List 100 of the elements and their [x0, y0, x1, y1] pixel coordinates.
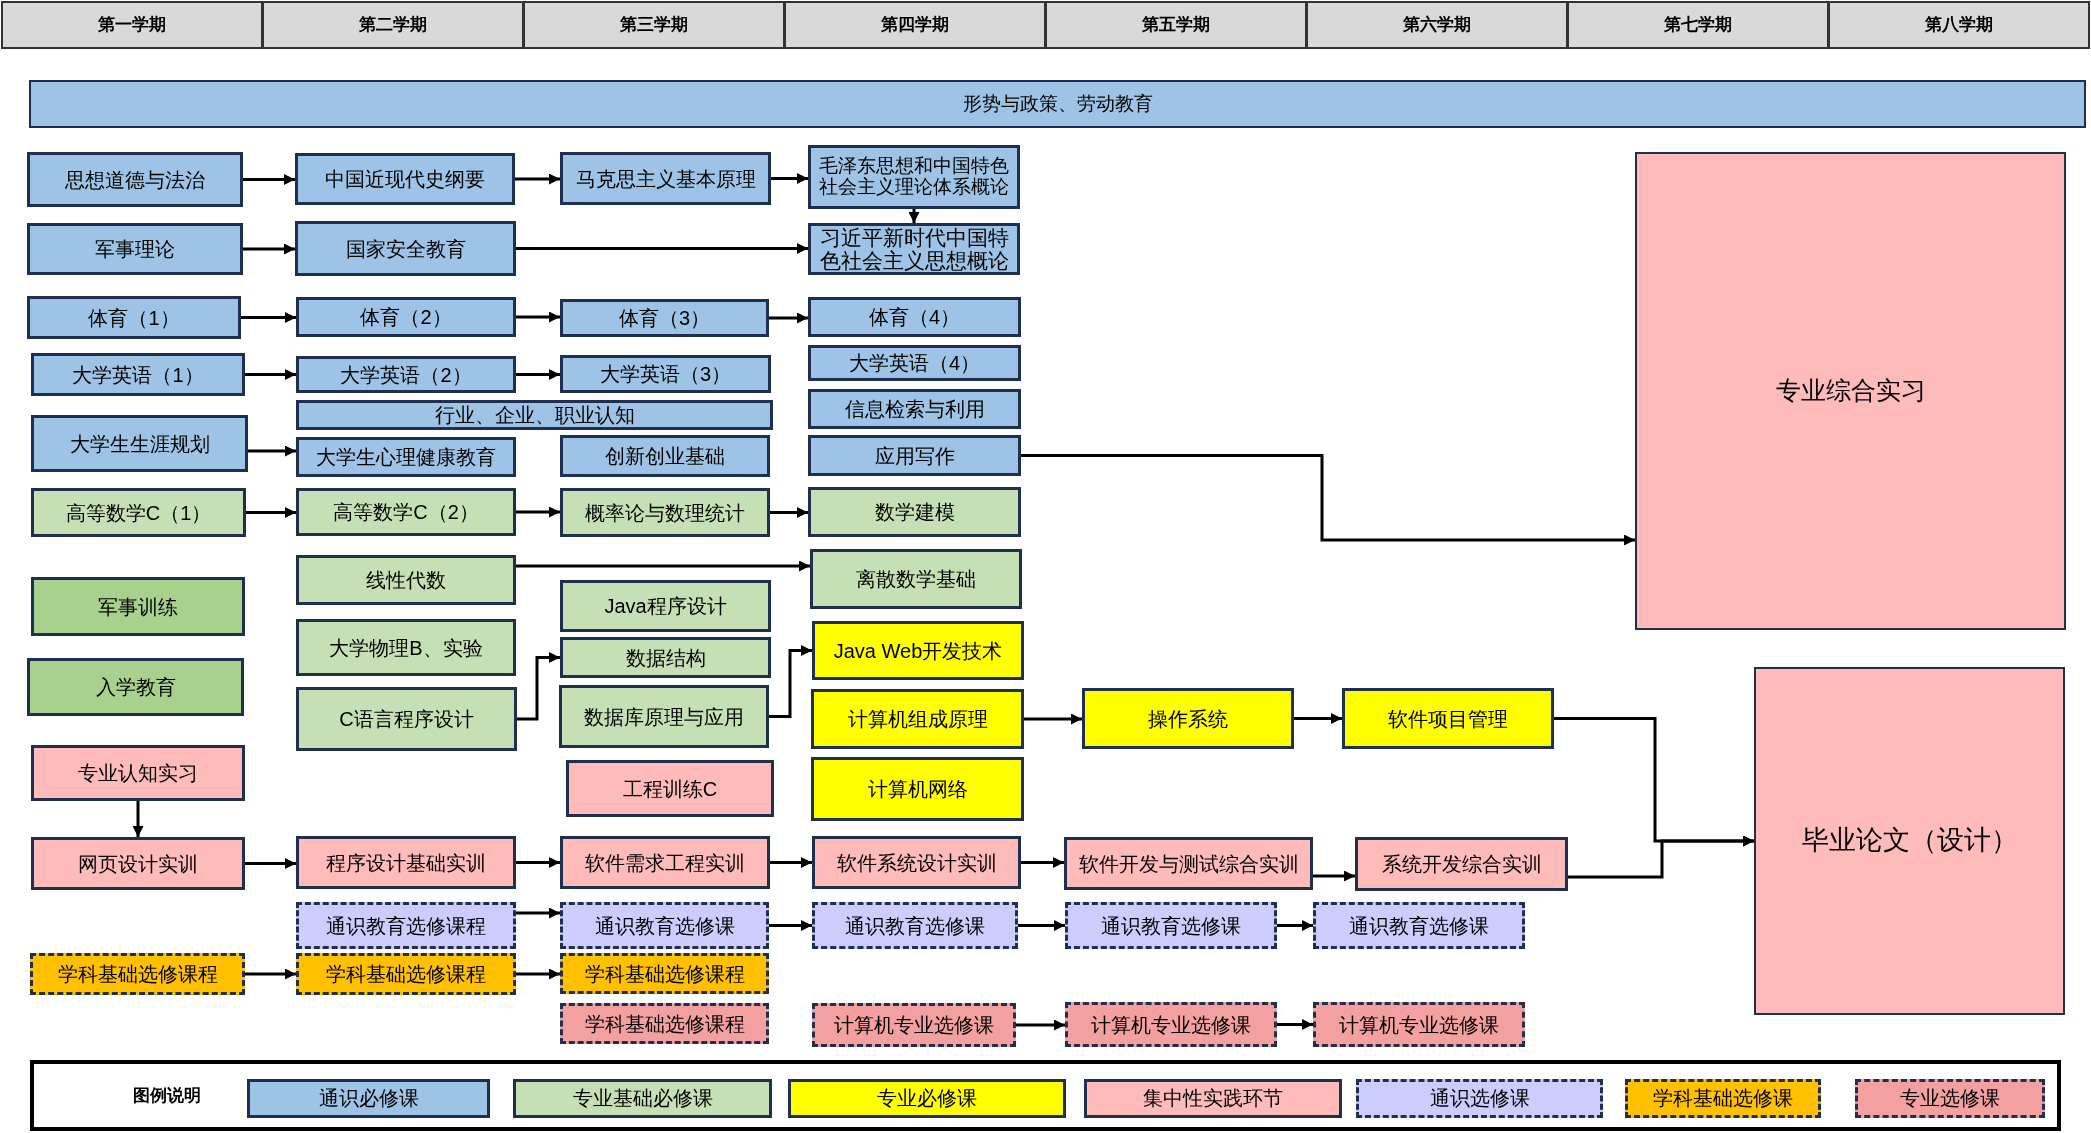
arrow — [516, 311, 560, 323]
course-box — [1355, 837, 1568, 891]
course-name: 大学英语（1） — [72, 363, 204, 386]
arrow — [515, 173, 560, 185]
course-name: 学科基础选修课程 — [326, 963, 486, 985]
arrow — [769, 645, 812, 718]
course-box — [1064, 837, 1313, 890]
legend-title: 图例说明 — [133, 1084, 201, 1107]
course-name: 计算机专业选修课 — [1091, 1013, 1251, 1036]
arrow — [517, 652, 560, 721]
course-name: 工程训练C — [622, 777, 718, 800]
semester-name: 第三学期 — [620, 15, 688, 35]
course-box — [808, 389, 1021, 429]
semester-name: 第二学期 — [359, 15, 427, 35]
semester-name: 第六学期 — [1403, 15, 1471, 35]
course-box — [811, 757, 1024, 821]
course-box — [808, 297, 1021, 337]
arrow — [1018, 920, 1065, 931]
course-name: 计算机组成原理 — [847, 708, 988, 730]
course-name: 离散数学基础 — [856, 568, 976, 590]
course-name: 体育（1） — [88, 306, 180, 329]
course-box — [560, 355, 771, 393]
course-box — [808, 145, 1020, 209]
semester-header — [523, 1, 785, 49]
course-box — [31, 415, 248, 472]
course-name: 通识教育选修课 — [1349, 914, 1489, 937]
arrow — [243, 174, 295, 185]
legend-label: 集中性实践环节 — [1143, 1086, 1283, 1111]
course-box — [560, 299, 769, 337]
course-name: 数据库原理与应用 — [584, 705, 744, 728]
course-band — [29, 80, 2086, 128]
course-box — [560, 902, 769, 949]
arrow — [245, 858, 296, 869]
semester-header — [1306, 1, 1568, 49]
course-box — [810, 549, 1022, 609]
course-box — [560, 953, 769, 994]
course-name: 数据结构 — [625, 646, 706, 669]
semester-header — [262, 1, 524, 49]
course-name: 体育（4） — [868, 306, 961, 328]
course-box — [296, 488, 516, 536]
semester-name: 第一学期 — [98, 15, 166, 35]
course-box — [559, 685, 769, 748]
course-name: 入学教育 — [95, 676, 176, 698]
semester-header — [1045, 1, 1307, 49]
course-box — [295, 153, 515, 205]
course-box — [560, 836, 770, 889]
course-name: 操作系统 — [1148, 707, 1228, 730]
semester-header — [1567, 1, 1829, 49]
course-name: 大学英语（4） — [848, 352, 981, 374]
arrow — [516, 968, 560, 980]
course-box — [296, 687, 517, 751]
course-box — [296, 555, 516, 605]
course-box — [1754, 667, 2065, 1015]
course-name: 线性代数 — [366, 569, 446, 591]
arrow — [1024, 713, 1082, 725]
course-name: 高等数学C（1） — [65, 501, 212, 524]
course-name: 专业综合实习 — [1775, 377, 1926, 405]
course-name: 大学英语（2） — [340, 363, 472, 386]
course-name: 行业、企业、职业认知 — [434, 404, 635, 426]
course-box — [560, 580, 771, 632]
semester-header — [784, 1, 1046, 49]
course-name: C语言程序设计 — [339, 708, 474, 730]
course-box — [1065, 1002, 1277, 1047]
course-box — [27, 296, 241, 339]
course-box — [808, 487, 1021, 537]
arrow — [1277, 1019, 1313, 1030]
course-box — [808, 435, 1021, 476]
course-box — [296, 953, 516, 995]
arrow — [770, 507, 808, 518]
course-name: 习近平新时代中国特色社会主义思想概论 — [818, 225, 1010, 273]
course-name: 大学英语（3） — [599, 363, 732, 385]
course-name: 系统开发综合实训 — [1381, 853, 1542, 875]
course-box — [1313, 902, 1525, 949]
course-name: 毛泽东思想和中国特色社会主义理论体系概论 — [818, 156, 1010, 198]
arrow — [245, 968, 296, 980]
course-name: 创新创业基础 — [605, 445, 725, 467]
course-name: 网页设计实训 — [78, 852, 198, 875]
course-box — [27, 223, 243, 275]
course-name: 通识教育选修课程 — [326, 914, 486, 937]
course-name: 软件项目管理 — [1388, 707, 1508, 730]
course-box — [296, 400, 773, 430]
arrow — [516, 857, 560, 868]
course-box — [296, 437, 516, 477]
course-box — [31, 577, 245, 636]
arrow — [241, 312, 296, 323]
arrow — [908, 209, 920, 223]
course-box — [1313, 1002, 1525, 1047]
course-name: 软件开发与测试综合实训 — [1078, 852, 1299, 875]
arrow — [516, 506, 560, 518]
course-box — [808, 223, 1020, 275]
course-name: 大学生生涯规划 — [69, 432, 210, 455]
arrow — [1277, 920, 1313, 931]
course-name: 思想道德与法治 — [65, 168, 205, 191]
arrow — [1313, 870, 1355, 882]
arrow — [1021, 857, 1064, 868]
course-box — [560, 1003, 769, 1044]
course-name: 大学物理B、实验 — [329, 636, 483, 659]
course-box — [296, 356, 516, 393]
course-box — [1342, 688, 1554, 749]
course-box — [31, 353, 245, 396]
